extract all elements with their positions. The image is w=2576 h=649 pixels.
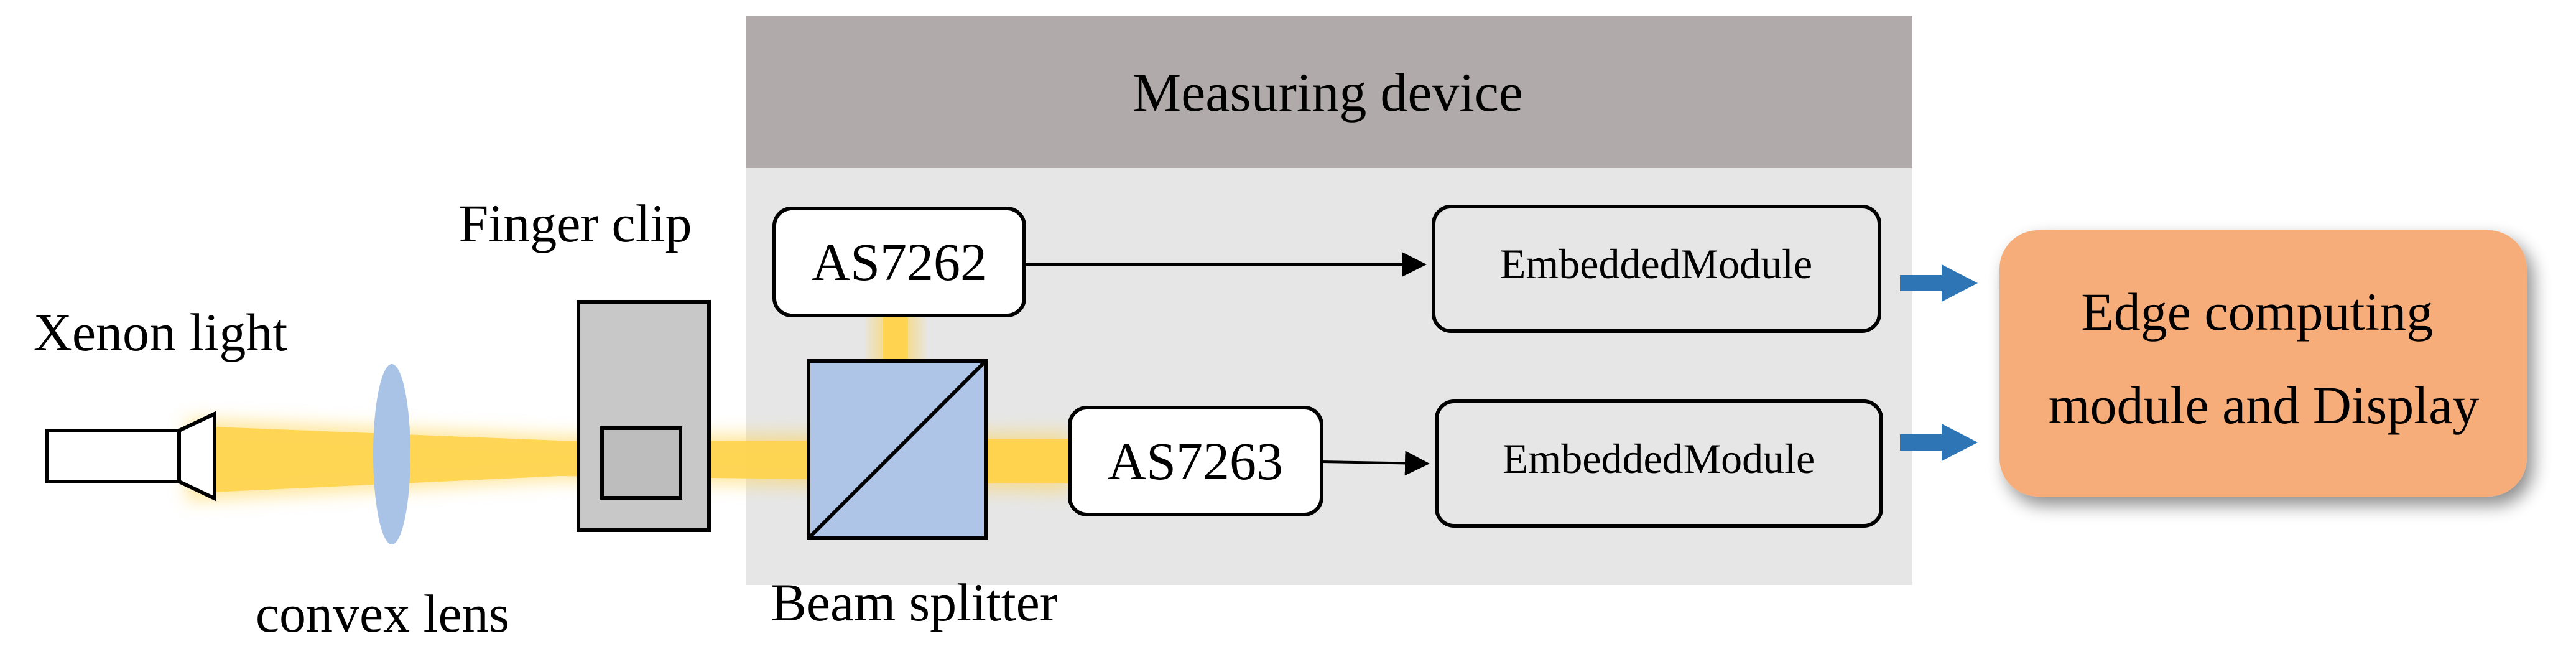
beam-splitter bbox=[807, 359, 988, 540]
arrow-as7263-to-module bbox=[1321, 451, 1430, 476]
edge-computing-box bbox=[1999, 230, 2527, 497]
convex-lens-shape bbox=[373, 364, 410, 544]
finger-clip-label: Finger clip bbox=[459, 194, 692, 253]
as7263-label: AS7263 bbox=[1108, 431, 1283, 491]
xenon-reflector bbox=[177, 411, 216, 502]
embedded-module-bottom-box bbox=[1435, 399, 1883, 528]
as7263-box bbox=[1068, 406, 1323, 516]
xenon-light-label: Xenon light bbox=[34, 302, 288, 362]
embedded-module-bottom-label: EmbeddedModule bbox=[1503, 435, 1815, 482]
embedded-module-top-label: EmbeddedModule bbox=[1500, 240, 1812, 287]
edge-computing-label-line1: Edge computing bbox=[2081, 282, 2433, 342]
finger-clip-window bbox=[600, 426, 682, 500]
finger-clip bbox=[577, 300, 711, 532]
beam-splitter-label: Beam splitter bbox=[771, 572, 1058, 632]
measuring-device-header bbox=[746, 16, 1912, 168]
edge-computing-label: Edge computing module and Display bbox=[2049, 282, 2480, 435]
beam-to-splitter-right bbox=[983, 439, 1076, 483]
embedded-module-top-box bbox=[1432, 205, 1881, 333]
xenon-body bbox=[45, 429, 181, 483]
beam-splitter-diagonal bbox=[807, 359, 988, 540]
xenon-light-source bbox=[45, 411, 216, 502]
measuring-device-title: Measuring device bbox=[1133, 63, 1523, 123]
as7262-box bbox=[772, 207, 1026, 317]
as7262-label: AS7262 bbox=[812, 232, 987, 292]
blue-arrow-top bbox=[1900, 264, 1978, 302]
blue-arrow-bottom bbox=[1900, 424, 1978, 461]
edge-computing-label-line2: module and Display bbox=[2049, 375, 2480, 435]
convex-lens-label: convex lens bbox=[256, 584, 509, 643]
